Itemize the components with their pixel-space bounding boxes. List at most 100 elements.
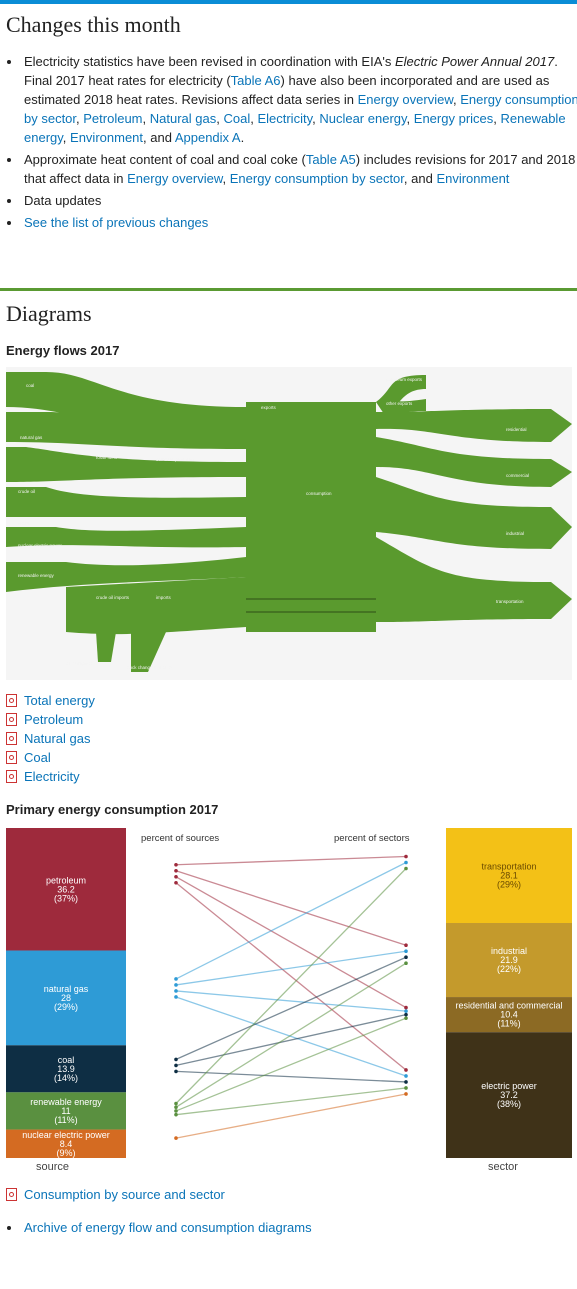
link-end-marker — [404, 961, 408, 966]
link-nuclear-energy[interactable]: Nuclear energy — [319, 111, 407, 126]
flow-label-other-exports: other exports — [386, 401, 413, 406]
source-axis-label: source — [36, 1161, 69, 1173]
flow-link-total-energy[interactable]: Total energy — [6, 691, 95, 710]
link-end-marker — [404, 860, 408, 865]
link-natural-gas[interactable]: Natural gas — [149, 111, 217, 126]
link-start-marker — [174, 1101, 178, 1106]
sector-bar-electric-power — [446, 1032, 572, 1158]
changes-item-electricity: Electricity statistics have been revised… — [22, 52, 577, 147]
link-start-marker — [174, 989, 178, 993]
archive-item: Archive of energy flow and consumption d… — [22, 1218, 577, 1237]
link-line — [175, 1070, 407, 1083]
sector-label-transportation-2: (29%) — [497, 880, 521, 890]
flow-label-crude-imports: crude oil imports — [96, 595, 130, 600]
source-label-renewable-energy-1: 11 — [61, 1106, 70, 1116]
link-end-marker — [404, 1009, 408, 1013]
link-energy-prices[interactable]: Energy prices — [413, 111, 494, 126]
link-end-marker — [404, 854, 408, 859]
source-bar-nuclear-electric-power — [6, 1129, 126, 1158]
link-end-marker — [404, 1092, 408, 1096]
flow-label-other-imports: other imports — [66, 661, 93, 666]
link-line — [175, 1017, 407, 1112]
link-environment[interactable]: Environment — [70, 130, 144, 145]
flow-label-residential: residential — [506, 427, 527, 432]
sector-label-residential-and-commercial-1: 10.4 — [500, 1010, 518, 1020]
pdf-icon — [6, 1188, 17, 1201]
consumption-link-source-sector[interactable]: Consumption by source and sector — [6, 1185, 225, 1204]
sector-label-residential-and-commercial-2: (11%) — [497, 1019, 520, 1029]
link-electricity[interactable]: Electricity — [257, 111, 313, 126]
flow-label-crude-oil: crude oil — [18, 489, 35, 494]
link-renewable-energy[interactable]: Renewable energy — [24, 111, 566, 145]
pdf-icon — [6, 751, 17, 764]
source-label-natural-gas-2: (29%) — [54, 1002, 78, 1012]
link-start-marker — [174, 995, 178, 999]
link-line — [175, 1093, 407, 1139]
energy-flow-diagram[interactable]: coal natural gas crude oil NGPL nuclear … — [6, 367, 572, 680]
link-end-marker — [404, 1016, 408, 1020]
link-end-marker — [404, 949, 408, 954]
link-appendix-a[interactable]: Appendix A — [174, 130, 241, 145]
consumption-diagram-title: Primary energy consumption 2017 — [6, 802, 219, 817]
link-line — [175, 882, 407, 1071]
link-end-marker — [404, 955, 408, 960]
link-line — [175, 855, 407, 866]
consumption-pdf-links: Consumption by source and sector — [6, 1185, 225, 1204]
link-line — [175, 956, 407, 1061]
sector-bar-transportation — [446, 828, 572, 924]
left-heading: percent of sources — [141, 833, 219, 844]
pdf-icon — [6, 713, 17, 726]
flow-label-coal: coal — [26, 383, 34, 388]
link-line — [175, 962, 407, 1108]
source-label-nuclear-electric-power-2: (9%) — [56, 1148, 75, 1158]
link-energy-consumption-by-sector[interactable]: Energy consumption by sector — [24, 92, 577, 126]
source-bar-coal — [6, 1045, 126, 1093]
link-table-a6[interactable]: Table A6 — [230, 73, 281, 88]
flow-link-coal[interactable]: Coal — [6, 748, 95, 767]
link-coal[interactable]: Coal — [223, 111, 251, 126]
link-line — [175, 990, 407, 1012]
link-petroleum[interactable]: Petroleum — [83, 111, 143, 126]
source-label-petroleum-2: (37%) — [54, 893, 78, 903]
pdf-icon — [6, 732, 17, 745]
link-end-marker — [404, 1012, 408, 1017]
link-line — [175, 861, 407, 980]
link-line — [175, 868, 407, 1104]
source-label-coal-2: (14%) — [54, 1073, 78, 1083]
link-start-marker — [174, 1057, 178, 1062]
link-previous-changes[interactable]: See the list of previous changes — [24, 215, 209, 230]
flow-link-electricity[interactable]: Electricity — [6, 767, 95, 786]
source-label-petroleum-0: petroleum — [46, 875, 86, 885]
source-bar-petroleum — [6, 828, 126, 951]
source-label-coal-1: 13.9 — [57, 1064, 75, 1074]
pdf-icon — [6, 694, 17, 707]
section-rule — [0, 288, 577, 291]
archive-list: Archive of energy flow and consumption d… — [8, 1218, 577, 1240]
flow-label-consumption: consumption — [306, 491, 332, 496]
link-energy-overview[interactable]: Energy overview — [357, 92, 454, 107]
sector-bar-residential-and-commercial — [446, 997, 572, 1033]
link-environment-2[interactable]: Environment — [436, 171, 510, 186]
changes-title: Changes this month — [6, 12, 181, 37]
link-line — [175, 950, 407, 986]
flow-link-natural-gas[interactable]: Natural gas — [6, 729, 95, 748]
flow-link-petroleum[interactable]: Petroleum — [6, 710, 95, 729]
flow-label-renewable: renewable energy — [18, 573, 55, 578]
link-end-marker — [404, 1005, 408, 1010]
right-heading: percent of sectors — [334, 833, 410, 844]
source-label-coal-0: coal — [58, 1055, 75, 1065]
sector-label-transportation-0: transportation — [481, 862, 536, 872]
source-label-renewable-energy-2: (11%) — [54, 1115, 77, 1125]
changes-item-data-updates: Data updates — [22, 191, 577, 210]
flow-label-stock-change: stock change and other — [126, 665, 173, 670]
link-line — [175, 1014, 407, 1067]
flow-label-production: domestic production — [156, 457, 197, 462]
consumption-diagram[interactable]: percent of sources percent of sectors pe… — [6, 826, 572, 1176]
link-energy-overview-2[interactable]: Energy overview — [127, 171, 223, 186]
source-label-natural-gas-1: 28 — [61, 993, 71, 1003]
top-rule — [0, 0, 577, 4]
source-label-nuclear-electric-power-0: nuclear electric power — [22, 1130, 110, 1140]
link-energy-consumption-by-sector-2[interactable]: Energy consumption by sector — [229, 171, 404, 186]
link-archive-diagrams[interactable]: Archive of energy flow and consumption d… — [24, 1220, 312, 1235]
link-table-a5[interactable]: Table A5 — [305, 152, 356, 167]
